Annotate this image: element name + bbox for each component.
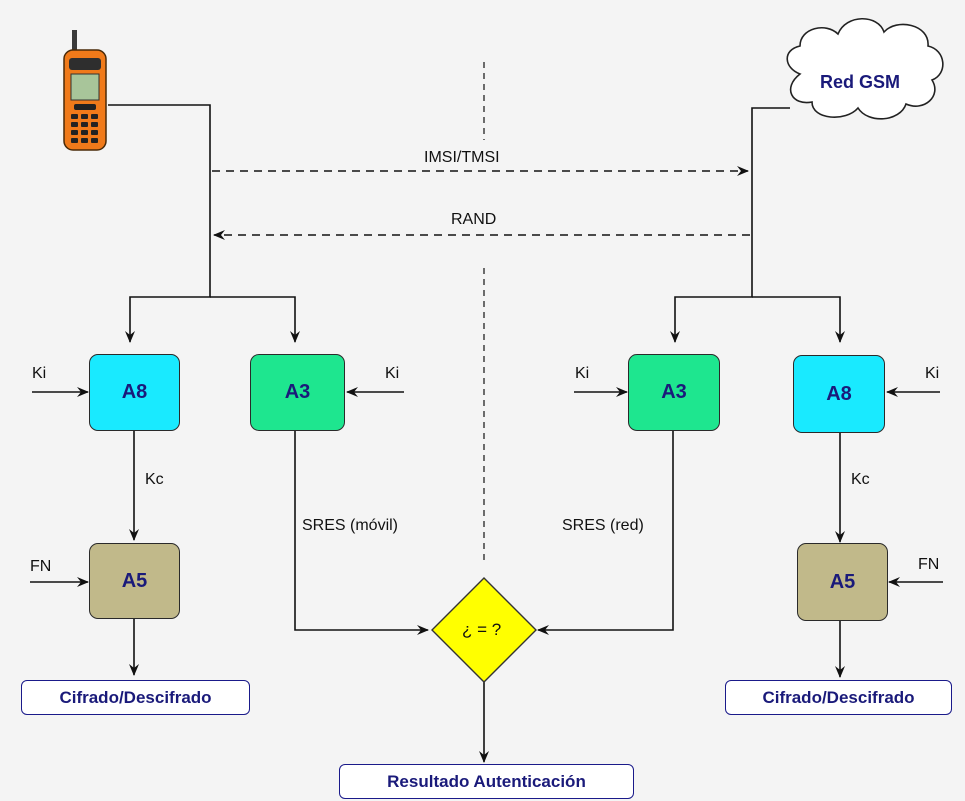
imsi-tmsi-label: IMSI/TMSI	[424, 149, 500, 166]
network-cipher-output: Cifrado/Descifrado	[725, 680, 952, 715]
network-sres-label: SRES (red)	[562, 517, 644, 534]
mobile-cipher-output: Cifrado/Descifrado	[21, 680, 250, 715]
network-kc-label: Kc	[851, 471, 870, 488]
mobile-fn-label: FN	[30, 558, 52, 575]
mobile-a8-ki-label: Ki	[32, 365, 47, 382]
mobile-a8-box: A8	[89, 354, 180, 431]
mobile-a3-ki-label: Ki	[385, 365, 400, 382]
mobile-kc-label: Kc	[145, 471, 164, 488]
mobile-phone-icon	[63, 30, 107, 151]
network-a5-box: A5	[797, 543, 888, 621]
compare-label: ¿ = ?	[462, 620, 502, 639]
cloud-icon	[786, 18, 944, 120]
network-label: Red GSM	[820, 72, 901, 92]
mobile-a5-box: A5	[89, 543, 180, 619]
network-a3-box: A3	[628, 354, 720, 431]
mobile-a3-box: A3	[250, 354, 345, 431]
compare-diamond	[431, 577, 537, 683]
network-a8-box: A8	[793, 355, 885, 433]
network-a3-ki-label: Ki	[575, 365, 590, 382]
network-fn-label: FN	[918, 556, 940, 573]
mobile-sres-label: SRES (móvil)	[302, 517, 399, 534]
network-a8-ki-label: Ki	[925, 365, 940, 382]
rand-label: RAND	[451, 211, 497, 228]
authentication-result: Resultado Autenticación	[339, 764, 634, 799]
